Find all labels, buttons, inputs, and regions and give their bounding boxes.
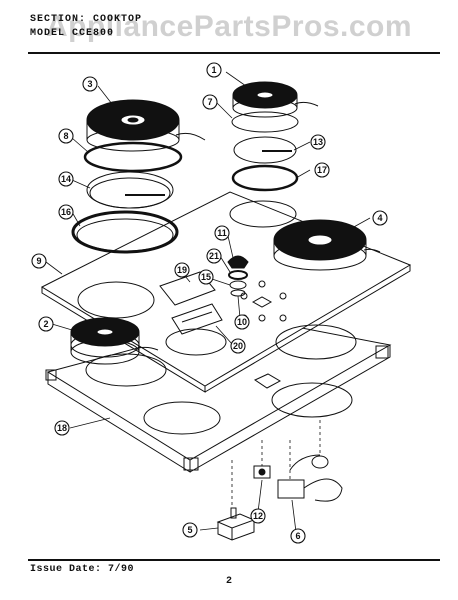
element-2 <box>70 317 159 365</box>
callout-17: 17 <box>317 165 327 175</box>
callout-19: 19 <box>177 265 187 275</box>
callout-20: 20 <box>233 341 243 351</box>
callout-leaders <box>45 71 371 533</box>
callout-5: 5 <box>187 525 192 535</box>
callout-18: 18 <box>57 423 67 433</box>
section-title: SECTION: COOKTOP <box>30 14 143 25</box>
callout-7: 7 <box>207 97 212 107</box>
ring-16 <box>71 210 179 254</box>
callout-3: 3 <box>87 79 92 89</box>
leader-lines <box>231 420 321 508</box>
harness-6 <box>277 454 343 502</box>
ring-7 <box>231 111 299 133</box>
ring-8 <box>83 141 183 173</box>
watermark: AppliancePartsPros.com <box>45 10 413 43</box>
ring-17 <box>231 164 299 192</box>
reflector-13 <box>233 136 297 164</box>
issue-date: Issue Date: 7/90 <box>30 564 135 575</box>
callout-4: 4 <box>377 213 382 223</box>
bracket-20 <box>171 303 223 335</box>
element-1 <box>232 81 319 118</box>
bracket-19 <box>159 271 216 306</box>
header-rule <box>28 52 440 54</box>
callout-1: 1 <box>211 65 216 75</box>
callout-circles <box>31 62 388 544</box>
callout-11: 11 <box>217 228 227 238</box>
callout-13: 13 <box>313 137 323 147</box>
callout-8: 8 <box>63 131 68 141</box>
element-4 <box>273 219 381 271</box>
callout-10: 10 <box>237 317 247 327</box>
callout-21: 21 <box>209 251 219 261</box>
callout-16: 16 <box>61 207 71 217</box>
part-21 <box>228 270 248 280</box>
footer-rule <box>28 559 440 561</box>
switch-5 <box>216 507 256 541</box>
callout-15: 15 <box>201 272 211 282</box>
callout-9: 9 <box>36 256 41 266</box>
page-number: 2 <box>225 576 232 587</box>
model-number: MODEL CCE800 <box>30 28 115 39</box>
callout-2: 2 <box>43 319 48 329</box>
callout-14: 14 <box>61 174 71 184</box>
element-3 <box>86 99 206 152</box>
reflector-14 <box>86 171 174 209</box>
callout-12: 12 <box>253 511 263 521</box>
indicator-12 <box>253 465 271 479</box>
callout-6: 6 <box>295 531 300 541</box>
